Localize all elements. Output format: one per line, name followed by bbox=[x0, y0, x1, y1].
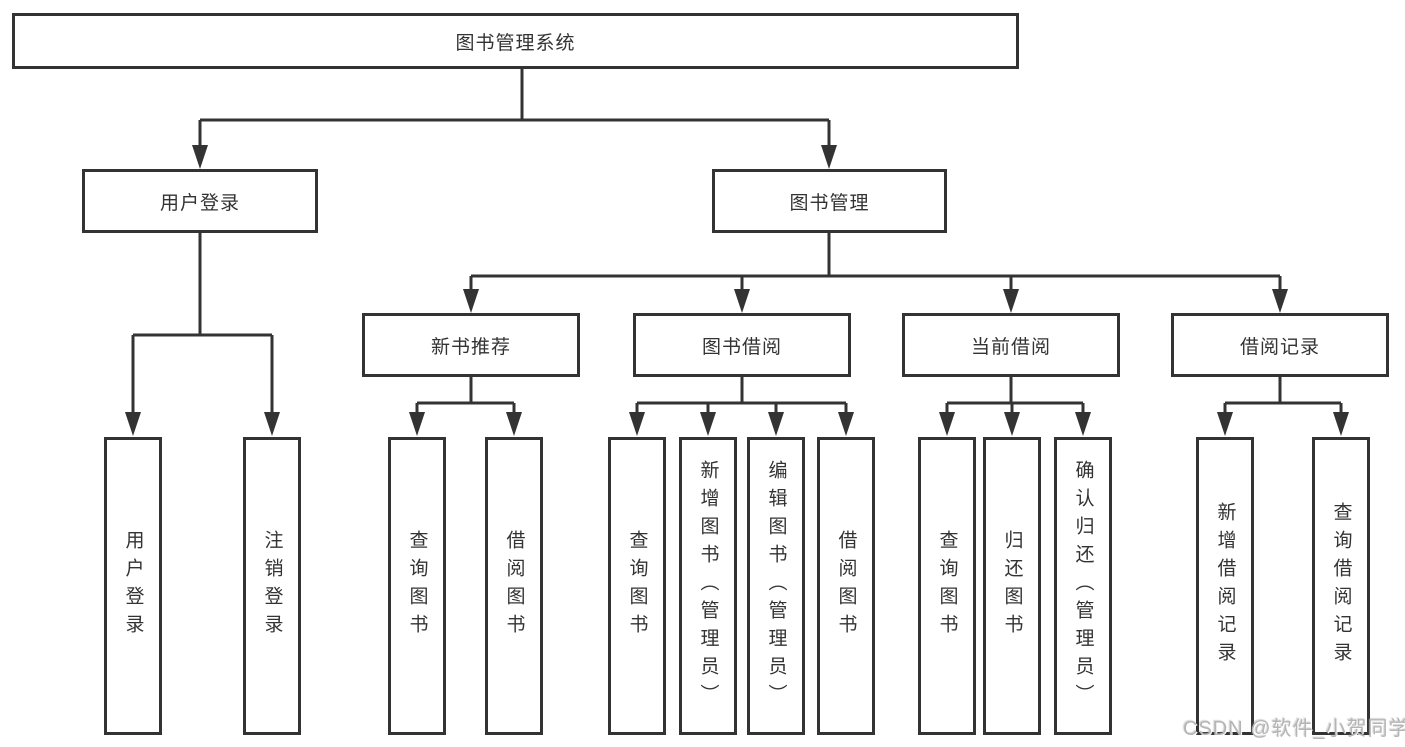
connector-borrowing-to-leaves bbox=[629, 377, 854, 436]
leaf-borrow-books-borrowing: 借阅图书 bbox=[817, 437, 875, 735]
node-book-borrowing-label: 图书借阅 bbox=[701, 336, 782, 358]
node-book-borrowing: 图书借阅 bbox=[633, 313, 851, 377]
leaf-logout-label: 注销登录 bbox=[261, 530, 283, 642]
node-current-borrowing-label: 当前借阅 bbox=[970, 336, 1051, 358]
leaf-add-borrow-record: 新增借阅记录 bbox=[1196, 437, 1254, 735]
leaf-confirm-return-admin-label: 确认归还（管理员） bbox=[1072, 460, 1094, 712]
leaf-user-login: 用户登录 bbox=[104, 437, 162, 735]
leaf-query-books-current-label: 查询图书 bbox=[936, 530, 958, 642]
connector-root-to-level2 bbox=[192, 69, 837, 169]
leaf-query-books-recommend: 查询图书 bbox=[388, 437, 446, 735]
connector-current-to-leaves bbox=[939, 377, 1091, 436]
node-user-login: 用户登录 bbox=[82, 169, 318, 233]
node-user-login-label: 用户登录 bbox=[159, 192, 240, 214]
leaf-confirm-return-admin: 确认归还（管理员） bbox=[1054, 437, 1112, 735]
csdn-watermark: CSDN @软件_小贺同学 bbox=[1183, 718, 1405, 740]
node-new-book-recommendation: 新书推荐 bbox=[362, 313, 580, 377]
leaf-query-books-current: 查询图书 bbox=[918, 437, 976, 735]
leaf-query-books-borrowing-label: 查询图书 bbox=[626, 530, 648, 642]
leaf-add-book-admin: 新增图书（管理员） bbox=[679, 437, 737, 735]
node-book-management-label: 图书管理 bbox=[789, 192, 870, 214]
connector-book-management-to-level3 bbox=[463, 233, 1288, 313]
leaf-user-login-label: 用户登录 bbox=[122, 530, 144, 642]
leaf-edit-book-admin: 编辑图书（管理员） bbox=[747, 437, 805, 735]
node-root-label: 图书管理系统 bbox=[455, 32, 576, 54]
leaf-edit-book-admin-label: 编辑图书（管理员） bbox=[765, 460, 787, 712]
leaf-return-books-label: 归还图书 bbox=[1001, 530, 1023, 642]
leaf-borrow-books-recommend-label: 借阅图书 bbox=[503, 530, 525, 642]
node-borrowing-records: 借阅记录 bbox=[1171, 313, 1389, 377]
leaf-add-borrow-record-label: 新增借阅记录 bbox=[1214, 502, 1236, 670]
connector-user-login-to-leaves bbox=[125, 233, 280, 436]
leaf-logout: 注销登录 bbox=[243, 437, 301, 735]
leaf-query-borrow-record: 查询借阅记录 bbox=[1312, 437, 1370, 735]
connector-recommend-to-leaves bbox=[409, 377, 522, 436]
leaf-add-book-admin-label: 新增图书（管理员） bbox=[697, 460, 719, 712]
leaf-query-books-borrowing: 查询图书 bbox=[608, 437, 666, 735]
leaf-borrow-books-borrowing-label: 借阅图书 bbox=[835, 530, 857, 642]
connector-records-to-leaves bbox=[1217, 377, 1349, 436]
node-book-management: 图书管理 bbox=[712, 169, 947, 233]
leaf-query-books-recommend-label: 查询图书 bbox=[406, 530, 428, 642]
leaf-return-books: 归还图书 bbox=[983, 437, 1041, 735]
node-new-book-recommendation-label: 新书推荐 bbox=[430, 336, 511, 358]
leaf-borrow-books-recommend: 借阅图书 bbox=[485, 437, 543, 735]
node-borrowing-records-label: 借阅记录 bbox=[1239, 336, 1320, 358]
leaf-query-borrow-record-label: 查询借阅记录 bbox=[1330, 502, 1352, 670]
node-current-borrowing: 当前借阅 bbox=[902, 313, 1120, 377]
node-root: 图书管理系统 bbox=[12, 13, 1019, 69]
